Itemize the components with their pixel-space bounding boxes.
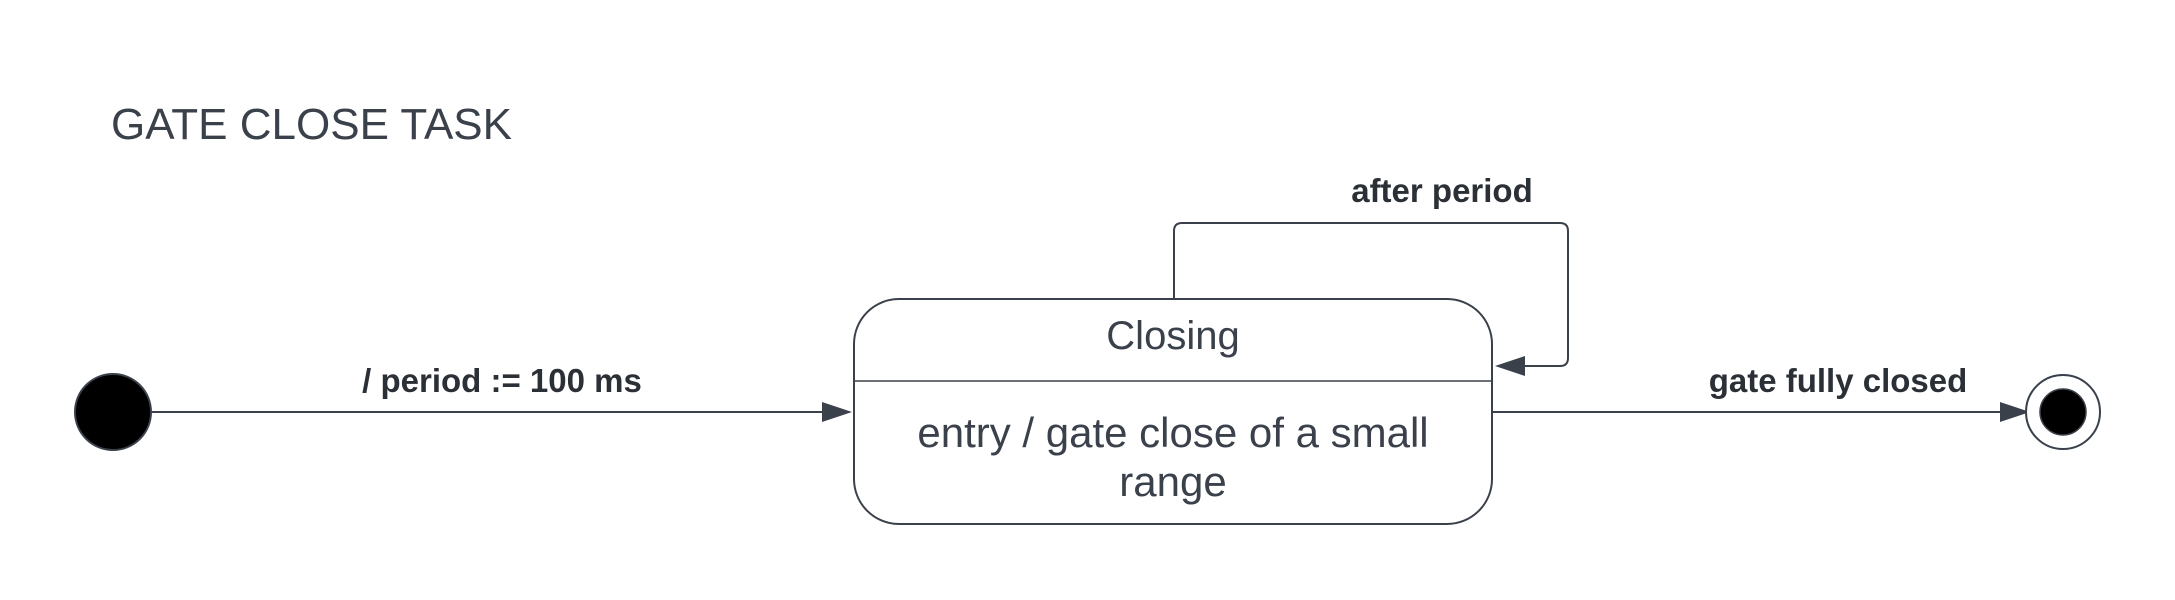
arrow-head-icon (2000, 402, 2030, 422)
transition-self-loop (1173, 222, 1569, 376)
diagram-title: GATE CLOSE TASK (111, 100, 512, 149)
transition-initial-to-closing (151, 402, 852, 422)
state-entry-action-line-2: range (1119, 458, 1226, 505)
arrow-head-icon (1495, 356, 1525, 376)
transition-closing-to-final (1492, 402, 2030, 422)
transition-label-self-loop: after period (1351, 172, 1533, 209)
transition-label-final: gate fully closed (1709, 362, 1968, 399)
arrow-head-icon (822, 402, 852, 422)
transition-label-initial: / period := 100 ms (362, 362, 642, 399)
state-entry-action-line-1: entry / gate close of a small (917, 409, 1428, 456)
final-node (2025, 374, 2101, 450)
state-name: Closing (1106, 314, 1239, 358)
initial-node (74, 373, 152, 451)
